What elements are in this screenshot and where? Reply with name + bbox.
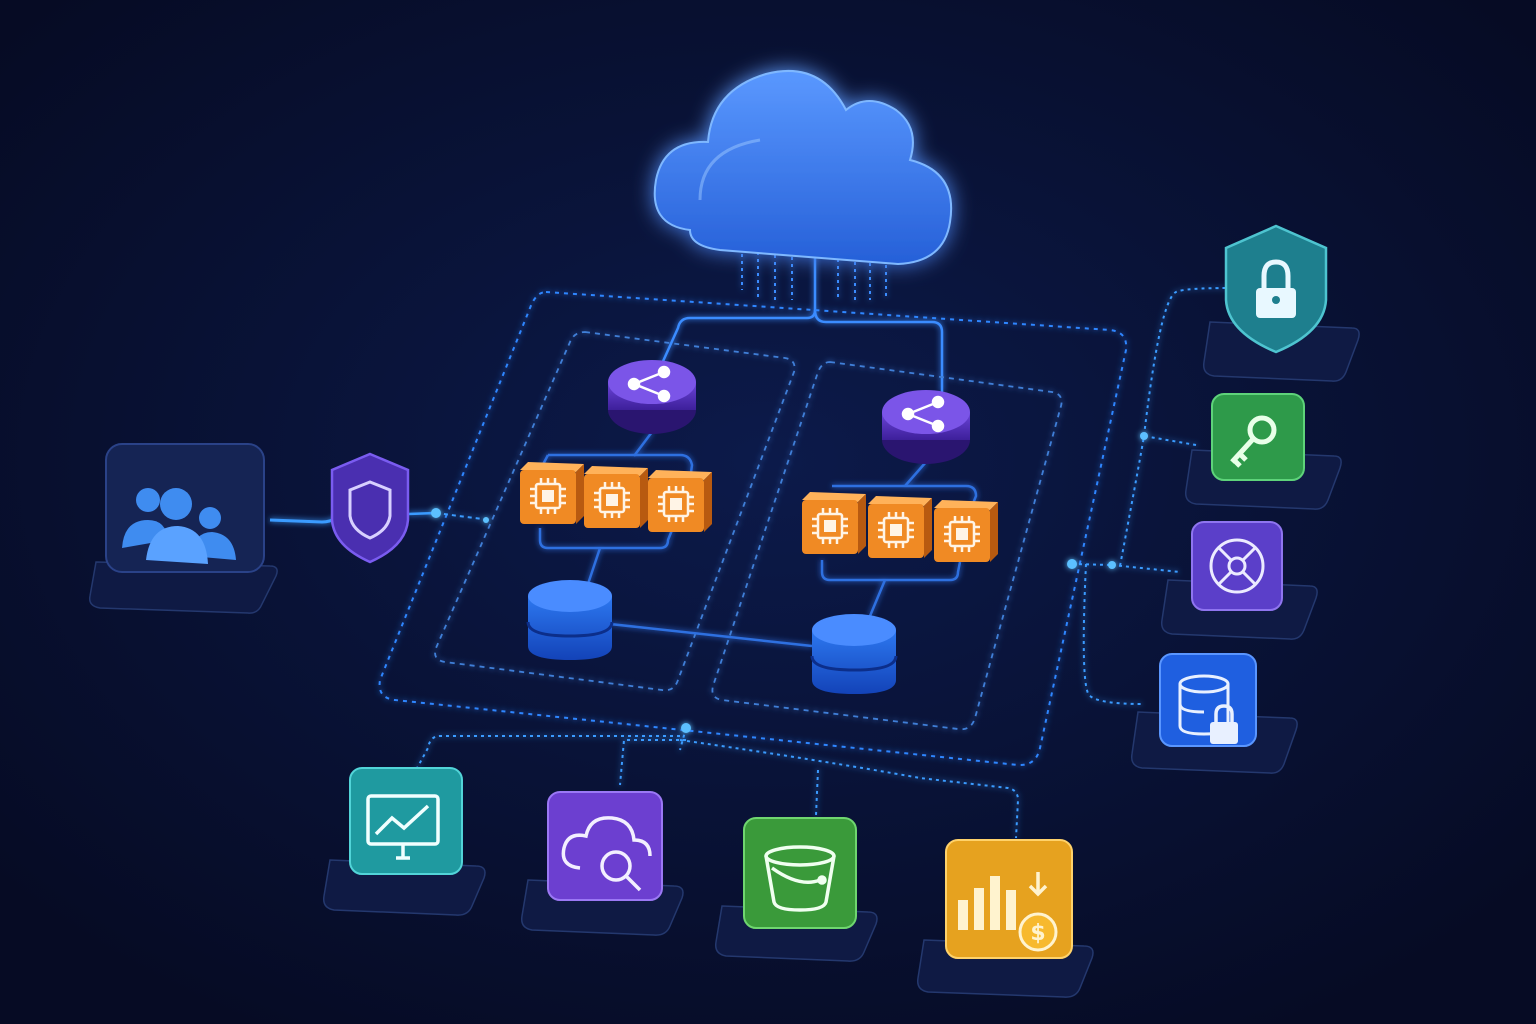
instance-group-2 [802, 492, 998, 562]
load-balancer-icon [901, 395, 945, 433]
instance-group-1 [520, 462, 712, 532]
edge-shield-node[interactable] [330, 452, 410, 564]
database-icon [528, 580, 612, 612]
bucket-icon [764, 845, 836, 912]
load-balancer-icon [627, 365, 671, 403]
cloud [653, 70, 953, 266]
monitor-chart-icon [366, 794, 440, 860]
compute-instance[interactable] [868, 496, 932, 558]
service-monitoring[interactable] [322, 767, 486, 916]
service-network-hub[interactable] [1160, 521, 1318, 640]
database-1[interactable] [526, 580, 614, 660]
service-key[interactable] [1184, 393, 1342, 510]
load-balancer-1[interactable] [608, 360, 696, 434]
load-balancer-2[interactable] [882, 390, 970, 464]
database-2[interactable] [810, 614, 898, 694]
service-storage-bucket[interactable] [714, 817, 878, 962]
right-services [1130, 224, 1360, 774]
chip-icon [594, 482, 630, 518]
service-database-lock[interactable] [1130, 653, 1298, 774]
key-icon [1230, 415, 1277, 468]
compute-instance[interactable] [802, 492, 866, 554]
svg-text:$: $ [1030, 921, 1045, 946]
chip-icon [530, 478, 566, 514]
bottom-services: $ [322, 767, 1094, 998]
zone-2 [802, 390, 998, 694]
users-node[interactable] [88, 443, 278, 614]
compute-instance[interactable] [934, 500, 998, 562]
compute-instance[interactable] [648, 470, 712, 532]
chip-icon [944, 516, 980, 552]
service-shield-lock[interactable] [1202, 224, 1360, 382]
users-icon [122, 488, 236, 564]
compute-instance[interactable] [584, 466, 648, 528]
chip-icon [878, 512, 914, 548]
cloud-search-icon [561, 816, 652, 892]
service-billing[interactable]: $ [916, 839, 1094, 998]
network-hub-icon [1209, 538, 1265, 594]
cloud-icon [653, 70, 953, 266]
chip-icon [812, 508, 848, 544]
database-lock-icon [1178, 674, 1238, 744]
service-log-search[interactable] [520, 791, 684, 936]
billing-chart-icon: $ [958, 872, 1058, 952]
zone-1 [520, 360, 712, 660]
shield-icon [330, 452, 410, 564]
database-icon [812, 614, 896, 646]
compute-instance[interactable] [520, 462, 584, 524]
chip-icon [658, 486, 694, 522]
